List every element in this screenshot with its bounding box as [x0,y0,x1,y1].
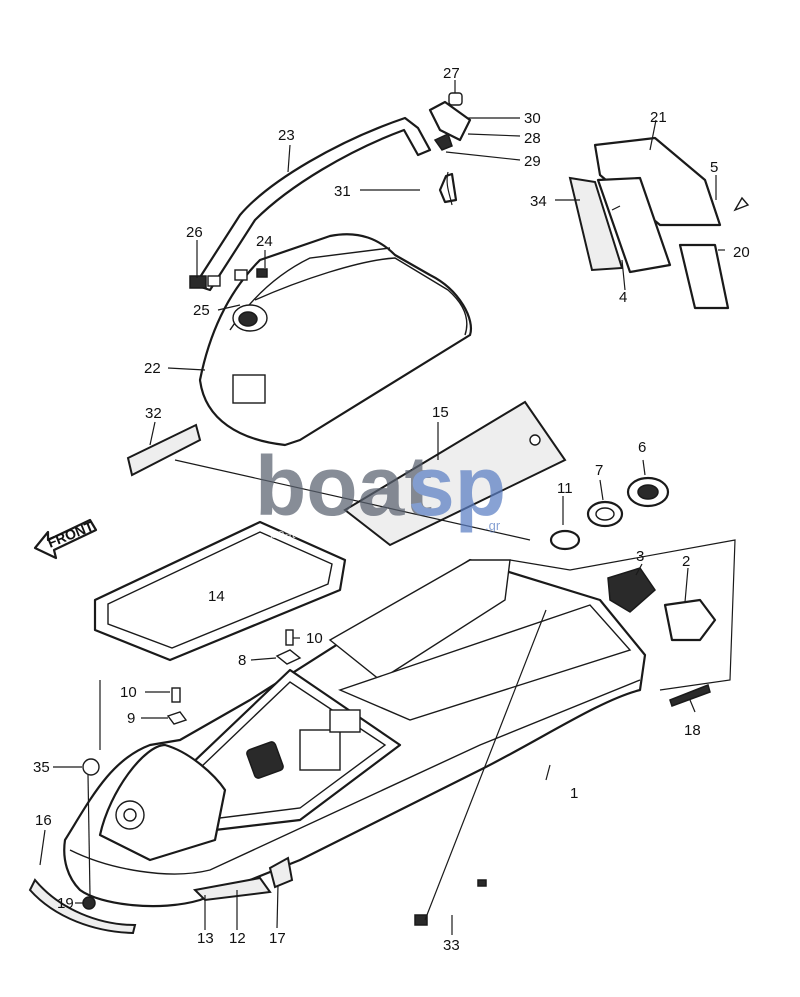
hull-part [28,558,647,935]
callout-28: 28 [524,130,541,147]
callout-12: 12 [229,930,246,947]
callout-35: 35 [33,759,50,776]
callout-26: 26 [186,224,203,241]
front-direction-arrow: FRONT [33,518,98,560]
callout-22: 22 [144,360,161,377]
callout-9: 9 [127,710,135,727]
callout-21: 21 [650,109,667,126]
callout-7: 7 [595,462,603,479]
watermark-tld: .gr [485,518,501,533]
hood-gasket-part [93,520,347,662]
front-label: FRONT [45,518,96,551]
callout-20: 20 [733,244,750,261]
callout-23: 23 [278,127,295,144]
callout-10-lower: 10 [120,684,137,701]
callout-31: 31 [334,183,351,200]
cover-panels [568,136,750,310]
handle-strap-part [189,116,432,292]
leader-lines [39,80,736,935]
callout-34: 34 [530,193,547,210]
callout-13: 13 [197,930,214,947]
callout-3: 3 [636,548,644,565]
callout-30: 30 [524,110,541,127]
callout-18: 18 [684,722,701,739]
callout-5: 5 [710,159,718,176]
watermark-brand-part2: sp [408,439,506,533]
callout-25: 25 [193,302,210,319]
callout-15: 15 [432,404,449,421]
watermark-brand-part1: boat [255,439,432,533]
callout-6: 6 [638,439,646,456]
callout-33: 33 [443,937,460,954]
callout-19: 19 [57,895,74,912]
watermark: boat sp .gr boat spare parts [255,439,506,541]
engine-hood-part [198,233,473,447]
callout-1: 1 [570,785,578,802]
callout-24: 24 [256,233,273,250]
callout-labels: 27 30 28 29 31 23 21 5 34 20 4 26 24 25 … [33,65,750,954]
watermark-tagline: boat spare parts [270,526,364,541]
callout-2: 2 [682,553,690,570]
callout-27: 27 [443,65,460,82]
callout-17: 17 [269,930,286,947]
callout-8: 8 [238,652,246,669]
callout-32: 32 [145,405,162,422]
callout-4: 4 [619,289,627,306]
small-parts [82,423,717,926]
callout-11: 11 [557,480,573,497]
latch-hardware-parts [428,92,472,206]
callout-10-upper: 10 [306,630,323,647]
callout-16: 16 [35,812,52,829]
callout-29: 29 [524,153,541,170]
seat-mat-part [343,400,567,547]
callout-14: 14 [208,588,225,605]
